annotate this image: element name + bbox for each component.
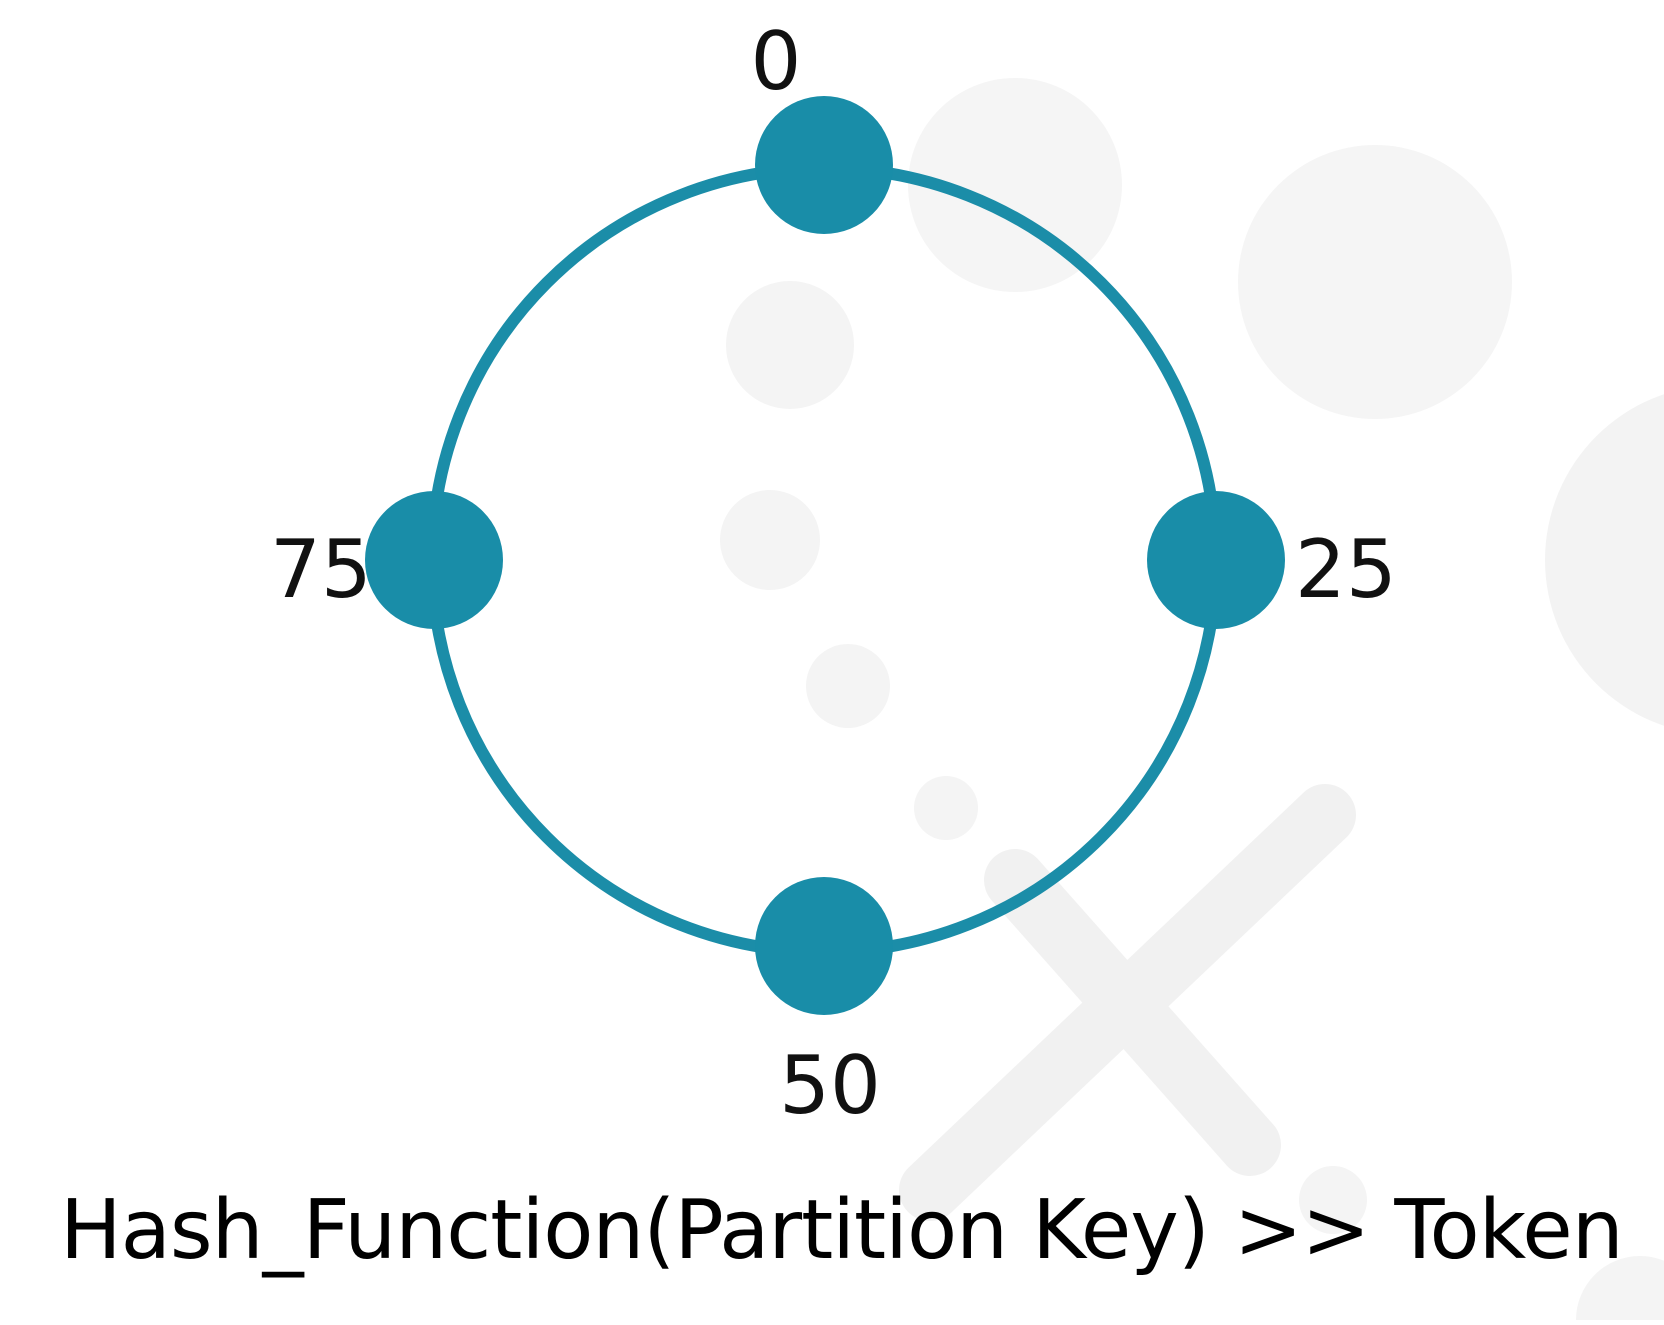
bg-circle: [914, 776, 978, 840]
token-label-50: 50: [779, 1039, 881, 1132]
node-token-50: [755, 877, 893, 1015]
bg-circle: [908, 78, 1122, 292]
node-token-75: [365, 491, 503, 629]
bg-circle: [720, 490, 820, 590]
token-label-0: 0: [750, 15, 802, 108]
bg-circle: [806, 644, 890, 728]
bg-circle: [726, 281, 854, 409]
token-ring: [426, 162, 1222, 958]
bg-circle: [1576, 1256, 1664, 1325]
bg-circle: [1299, 1166, 1367, 1234]
bg-circle: [1545, 394, 1664, 726]
token-label-75: 75: [270, 523, 372, 616]
bg-cross-stroke: [899, 784, 1356, 1221]
hash-formula: Hash_Function(Partition Key) >> Token: [60, 1183, 1624, 1278]
node-token-0: [755, 96, 893, 234]
background-decoration: [720, 78, 1664, 1325]
node-token-25: [1147, 491, 1285, 629]
token-label-25: 25: [1295, 523, 1397, 616]
bg-circle: [1238, 145, 1512, 419]
